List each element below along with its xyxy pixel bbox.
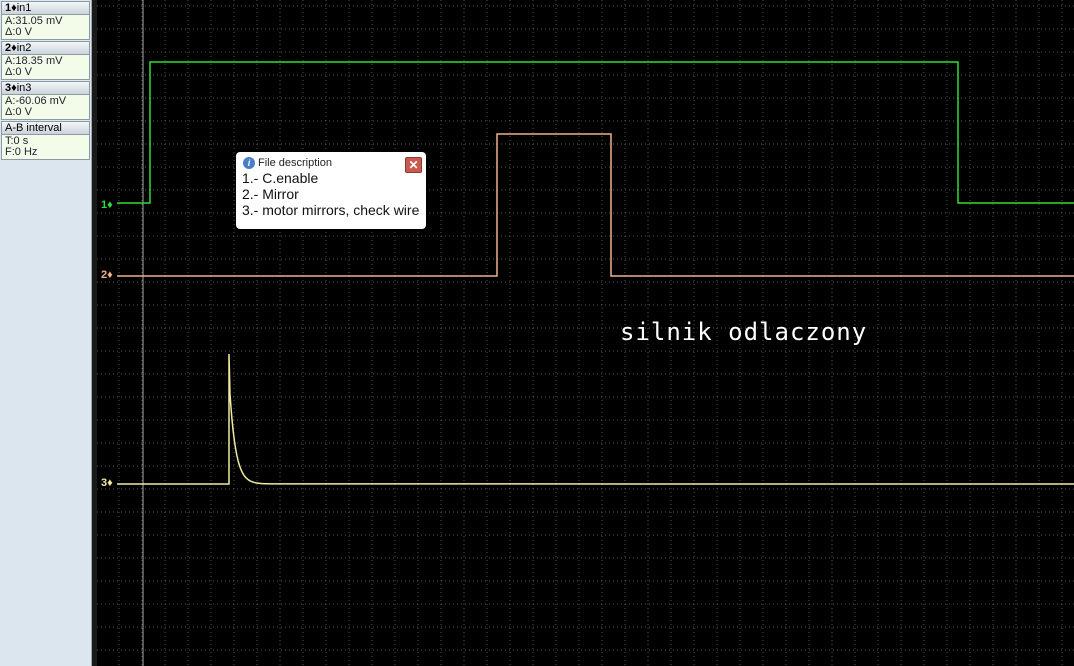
channel-2-name: in2 — [16, 42, 32, 54]
trace-channel-1 — [117, 61, 1074, 204]
channel-1-marker[interactable]: 1♦ — [101, 199, 113, 211]
oscilloscope-display[interactable] — [97, 0, 1074, 666]
close-icon[interactable]: ✕ — [405, 157, 422, 173]
channel-1-header[interactable]: 1♦in1 — [1, 1, 90, 15]
trace-channel-2 — [117, 133, 1074, 277]
channel-3-id: 3♦ — [5, 82, 17, 94]
panel-splitter[interactable] — [92, 0, 97, 666]
interval-time: T:0 s — [5, 135, 29, 147]
description-line: 1.- C.enable — [242, 170, 319, 186]
channel-1-name: in1 — [16, 2, 32, 14]
channel-1-id: 1♦ — [5, 2, 17, 14]
annotation-text: silnik odlaczony — [620, 318, 868, 346]
channel-1-amplitude: A:31.05 mV — [5, 15, 63, 27]
channel-3-delta: Δ:0 V — [5, 106, 32, 118]
channel-2-amplitude: A:18.35 mV — [5, 55, 63, 67]
channel-2-delta: Δ:0 V — [5, 66, 32, 78]
channel-3-name: in3 — [16, 82, 32, 94]
popup-title: File description — [258, 157, 332, 169]
channel-3-header[interactable]: 3♦in3 — [1, 81, 90, 95]
channel-3-amplitude: A:-60.06 mV — [5, 95, 67, 107]
channel-1-delta: Δ:0 V — [5, 26, 32, 38]
channel-2-marker[interactable]: 2♦ — [101, 269, 113, 281]
description-line: 3.- motor mirrors, check wire — [242, 202, 420, 218]
channel-2-header[interactable]: 2♦in2 — [1, 41, 90, 55]
trace-channel-3 — [117, 353, 1074, 485]
interval-freq: F:0 Hz — [5, 146, 38, 158]
description-line: 2.- Mirror — [242, 186, 299, 202]
channel-3-marker[interactable]: 3♦ — [101, 477, 113, 489]
channel-2-id: 2♦ — [5, 42, 17, 54]
info-icon: i — [243, 157, 255, 169]
interval-header[interactable]: A-B interval — [1, 121, 90, 135]
file-description-popup: i File description ✕ 1.- C.enable 2.- Mi… — [236, 152, 426, 229]
